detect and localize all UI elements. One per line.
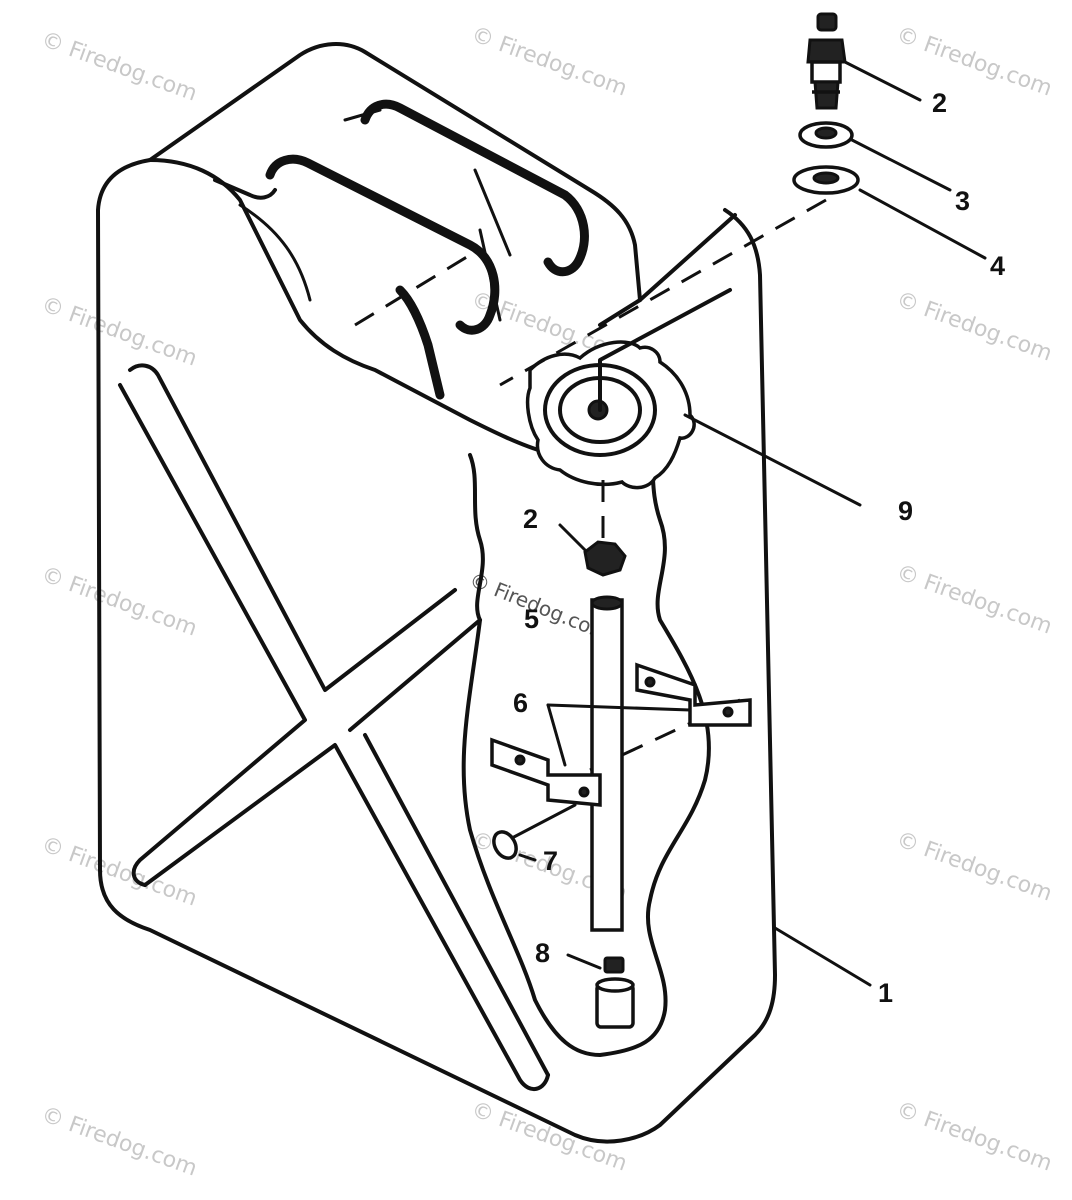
- watermark: © Firedog.com: [893, 560, 1055, 639]
- callout-6: 6: [513, 688, 528, 718]
- callout-7: 7: [543, 846, 558, 876]
- watermark: © Firedog.com: [893, 1097, 1055, 1176]
- fill-cap: [525, 288, 732, 490]
- callout-2-middle: 2: [523, 504, 538, 534]
- screw-7: [492, 803, 577, 860]
- washer-4: [792, 165, 860, 195]
- callout-labels: 1 2 2 3 4 5 6 7 8 9: [513, 88, 1005, 1008]
- watermark: © Firedog.com: [893, 22, 1055, 101]
- watermark: © Firedog.com: [38, 27, 200, 106]
- callout-3: 3: [955, 186, 970, 216]
- callout-4: 4: [990, 251, 1005, 281]
- callout-9: 9: [898, 496, 913, 526]
- watermarks: © Firedog.com © Firedog.com © Firedog.co…: [38, 22, 1055, 1181]
- callout-2-top: 2: [932, 88, 947, 118]
- watermark: © Firedog.com: [38, 1102, 200, 1181]
- watermark: © Firedog.com: [468, 1097, 630, 1176]
- centerline-handle: [354, 253, 471, 327]
- fitting-top: [806, 12, 847, 110]
- watermark: © Firedog.com: [38, 832, 200, 911]
- watermark: © Firedog.com: [893, 287, 1055, 366]
- nut-middle: [583, 540, 627, 577]
- callout-8: 8: [535, 938, 550, 968]
- bracket-right: [635, 662, 752, 727]
- tube-5: [590, 595, 624, 932]
- washer-3: [798, 121, 854, 149]
- centerline-cap-to-washer: [499, 198, 827, 387]
- watermark: © Firedog.com: [38, 562, 200, 641]
- leader-lines: [518, 60, 987, 987]
- watermark: © Firedog.com: [468, 22, 630, 101]
- callout-5: 5: [524, 604, 539, 634]
- watermark: © Firedog.com: [893, 827, 1055, 906]
- bracket-left: [490, 737, 602, 807]
- jerry-can-body: [96, 42, 777, 1144]
- centerline-bracket: [589, 698, 741, 772]
- watermark: © Firedog.com: [38, 292, 200, 371]
- callout-1: 1: [878, 978, 893, 1008]
- fitting-8: [595, 956, 635, 1029]
